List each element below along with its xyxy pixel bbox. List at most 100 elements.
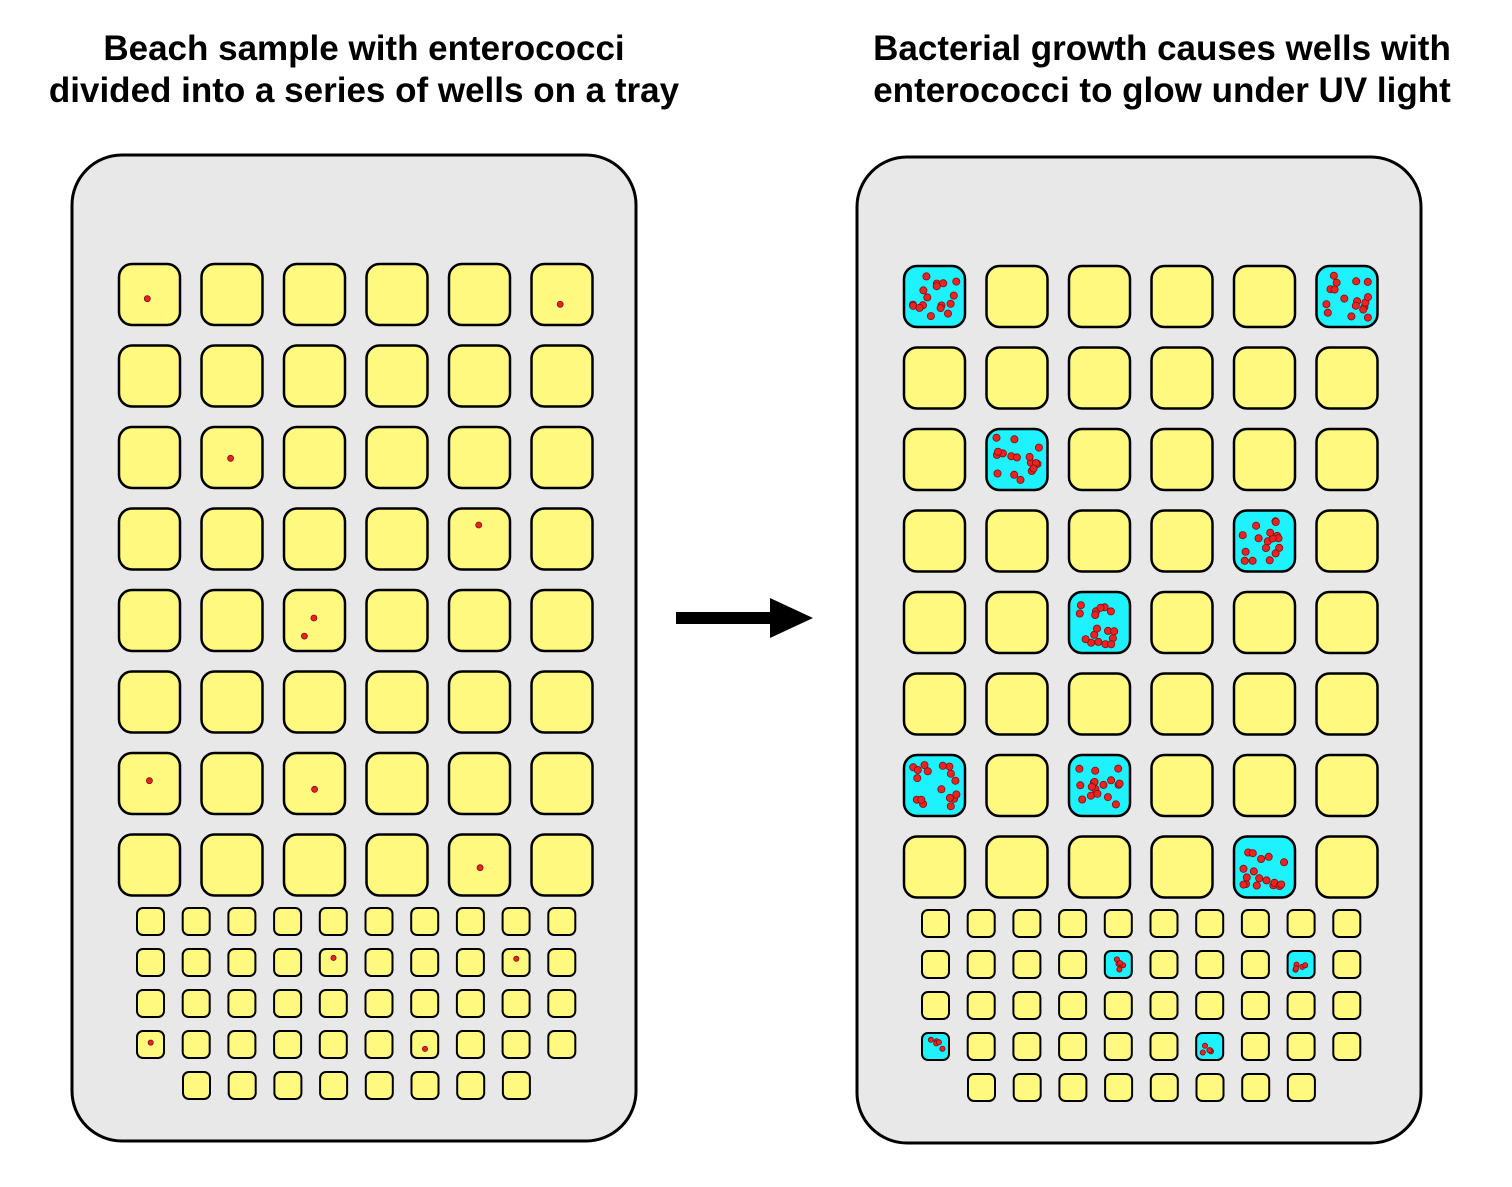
enterococcus-cell xyxy=(1010,470,1019,479)
large-well xyxy=(1315,427,1379,492)
enterococcus-cell xyxy=(1242,873,1251,882)
large-well xyxy=(985,753,1049,818)
small-well xyxy=(501,948,531,977)
large-well xyxy=(1315,835,1379,899)
large-well xyxy=(200,262,264,327)
large-well xyxy=(282,262,347,327)
small-well xyxy=(966,991,996,1020)
enterococcus-cell xyxy=(1257,855,1266,864)
enterococcus-cell xyxy=(1271,518,1280,527)
enterococcus-cell xyxy=(938,761,947,770)
enterococcus-cell xyxy=(994,447,1003,456)
large-well xyxy=(200,833,264,897)
enterococcus-cell xyxy=(311,785,319,793)
small-well xyxy=(227,989,257,1018)
enterococcus-cell xyxy=(1091,611,1100,620)
small-well xyxy=(1012,1073,1042,1102)
enterococcus-cell xyxy=(1323,308,1332,317)
large-well xyxy=(1232,590,1297,655)
enterococcus-cell xyxy=(937,785,946,794)
enterococcus-cell xyxy=(1206,1047,1213,1054)
large-well xyxy=(530,344,594,408)
small-well xyxy=(1332,909,1362,938)
small-well xyxy=(501,907,531,936)
enterococcus-cell xyxy=(1266,528,1275,537)
small-well xyxy=(273,1071,303,1100)
enterococcus-cell xyxy=(1332,278,1341,287)
enterococcus-cell xyxy=(1010,435,1019,444)
large-well xyxy=(1315,590,1379,655)
enterococcus-cell xyxy=(513,955,520,962)
small-well xyxy=(1058,909,1088,938)
small-well xyxy=(1286,991,1316,1020)
large-well xyxy=(447,425,512,490)
small-well xyxy=(1195,991,1225,1020)
enterococcus-cell xyxy=(1364,293,1373,302)
enterococcus-cell xyxy=(1199,1049,1206,1056)
enterococcus-cell xyxy=(145,777,153,785)
small-well xyxy=(364,907,394,936)
small-well xyxy=(455,948,485,977)
enterococcus-cell xyxy=(1262,544,1271,553)
small-well xyxy=(318,907,348,936)
small-well xyxy=(921,950,950,979)
right-title-line-2: enterococci to glow under UV light xyxy=(873,71,1451,110)
small-well xyxy=(1058,950,1088,979)
enterococcus-cell xyxy=(147,1039,154,1046)
small-well xyxy=(273,907,303,936)
small-well xyxy=(182,1071,211,1100)
small-well xyxy=(1286,909,1316,938)
enterococcus-cell xyxy=(1034,443,1043,452)
large-well xyxy=(1315,509,1379,573)
large-well xyxy=(282,833,347,897)
right-title-line-1: Bacterial growth causes wells with xyxy=(873,29,1451,68)
large-well xyxy=(902,346,967,410)
small-well xyxy=(181,989,211,1018)
large-well xyxy=(447,670,512,734)
small-well xyxy=(1241,1073,1271,1102)
small-well xyxy=(318,989,348,1018)
enterococcus-cell xyxy=(946,299,955,308)
enterococcus-cell xyxy=(1076,781,1085,790)
large-well xyxy=(1150,753,1214,818)
enterococcus-cell xyxy=(926,312,935,321)
enterococcus-cell xyxy=(936,304,945,313)
enterococcus-cell xyxy=(1114,764,1123,773)
small-well xyxy=(921,909,950,938)
enterococcus-cell xyxy=(1087,638,1096,647)
enterococcus-cell xyxy=(1087,782,1096,791)
small-well xyxy=(1332,991,1362,1020)
large-well xyxy=(1232,346,1297,410)
large-well xyxy=(282,344,347,408)
enterococcus-cell xyxy=(913,774,922,783)
enterococcus-cell xyxy=(1351,301,1360,310)
enterococcus-cell xyxy=(945,793,954,802)
large-well xyxy=(985,264,1049,329)
enterococcus-cell xyxy=(932,282,941,291)
enterococcus-cell xyxy=(1117,960,1124,967)
enterococcus-cell xyxy=(475,521,483,529)
large-well xyxy=(530,833,594,897)
small-well xyxy=(1149,909,1179,938)
large-well xyxy=(530,262,594,327)
small-well xyxy=(227,948,257,977)
small-well xyxy=(1103,909,1133,938)
large-well-glowing xyxy=(1232,509,1297,573)
large-well xyxy=(985,590,1049,655)
small-well xyxy=(364,1071,394,1100)
small-well xyxy=(410,989,440,1018)
small-well xyxy=(181,907,211,936)
enterococcus-cell xyxy=(421,1045,428,1052)
small-well xyxy=(1103,1032,1133,1061)
small-well xyxy=(227,907,257,936)
large-well xyxy=(200,344,264,408)
enterococcus-cell xyxy=(1106,607,1115,616)
enterococcus-cell xyxy=(1110,627,1119,636)
enterococcus-cell xyxy=(949,291,958,300)
enterococcus-cell xyxy=(917,795,926,804)
enterococcus-cell xyxy=(1091,766,1100,775)
large-well xyxy=(1067,835,1132,899)
enterococcus-cell xyxy=(1330,285,1339,294)
enterococcus-cell xyxy=(1254,534,1263,543)
large-well xyxy=(902,590,967,655)
